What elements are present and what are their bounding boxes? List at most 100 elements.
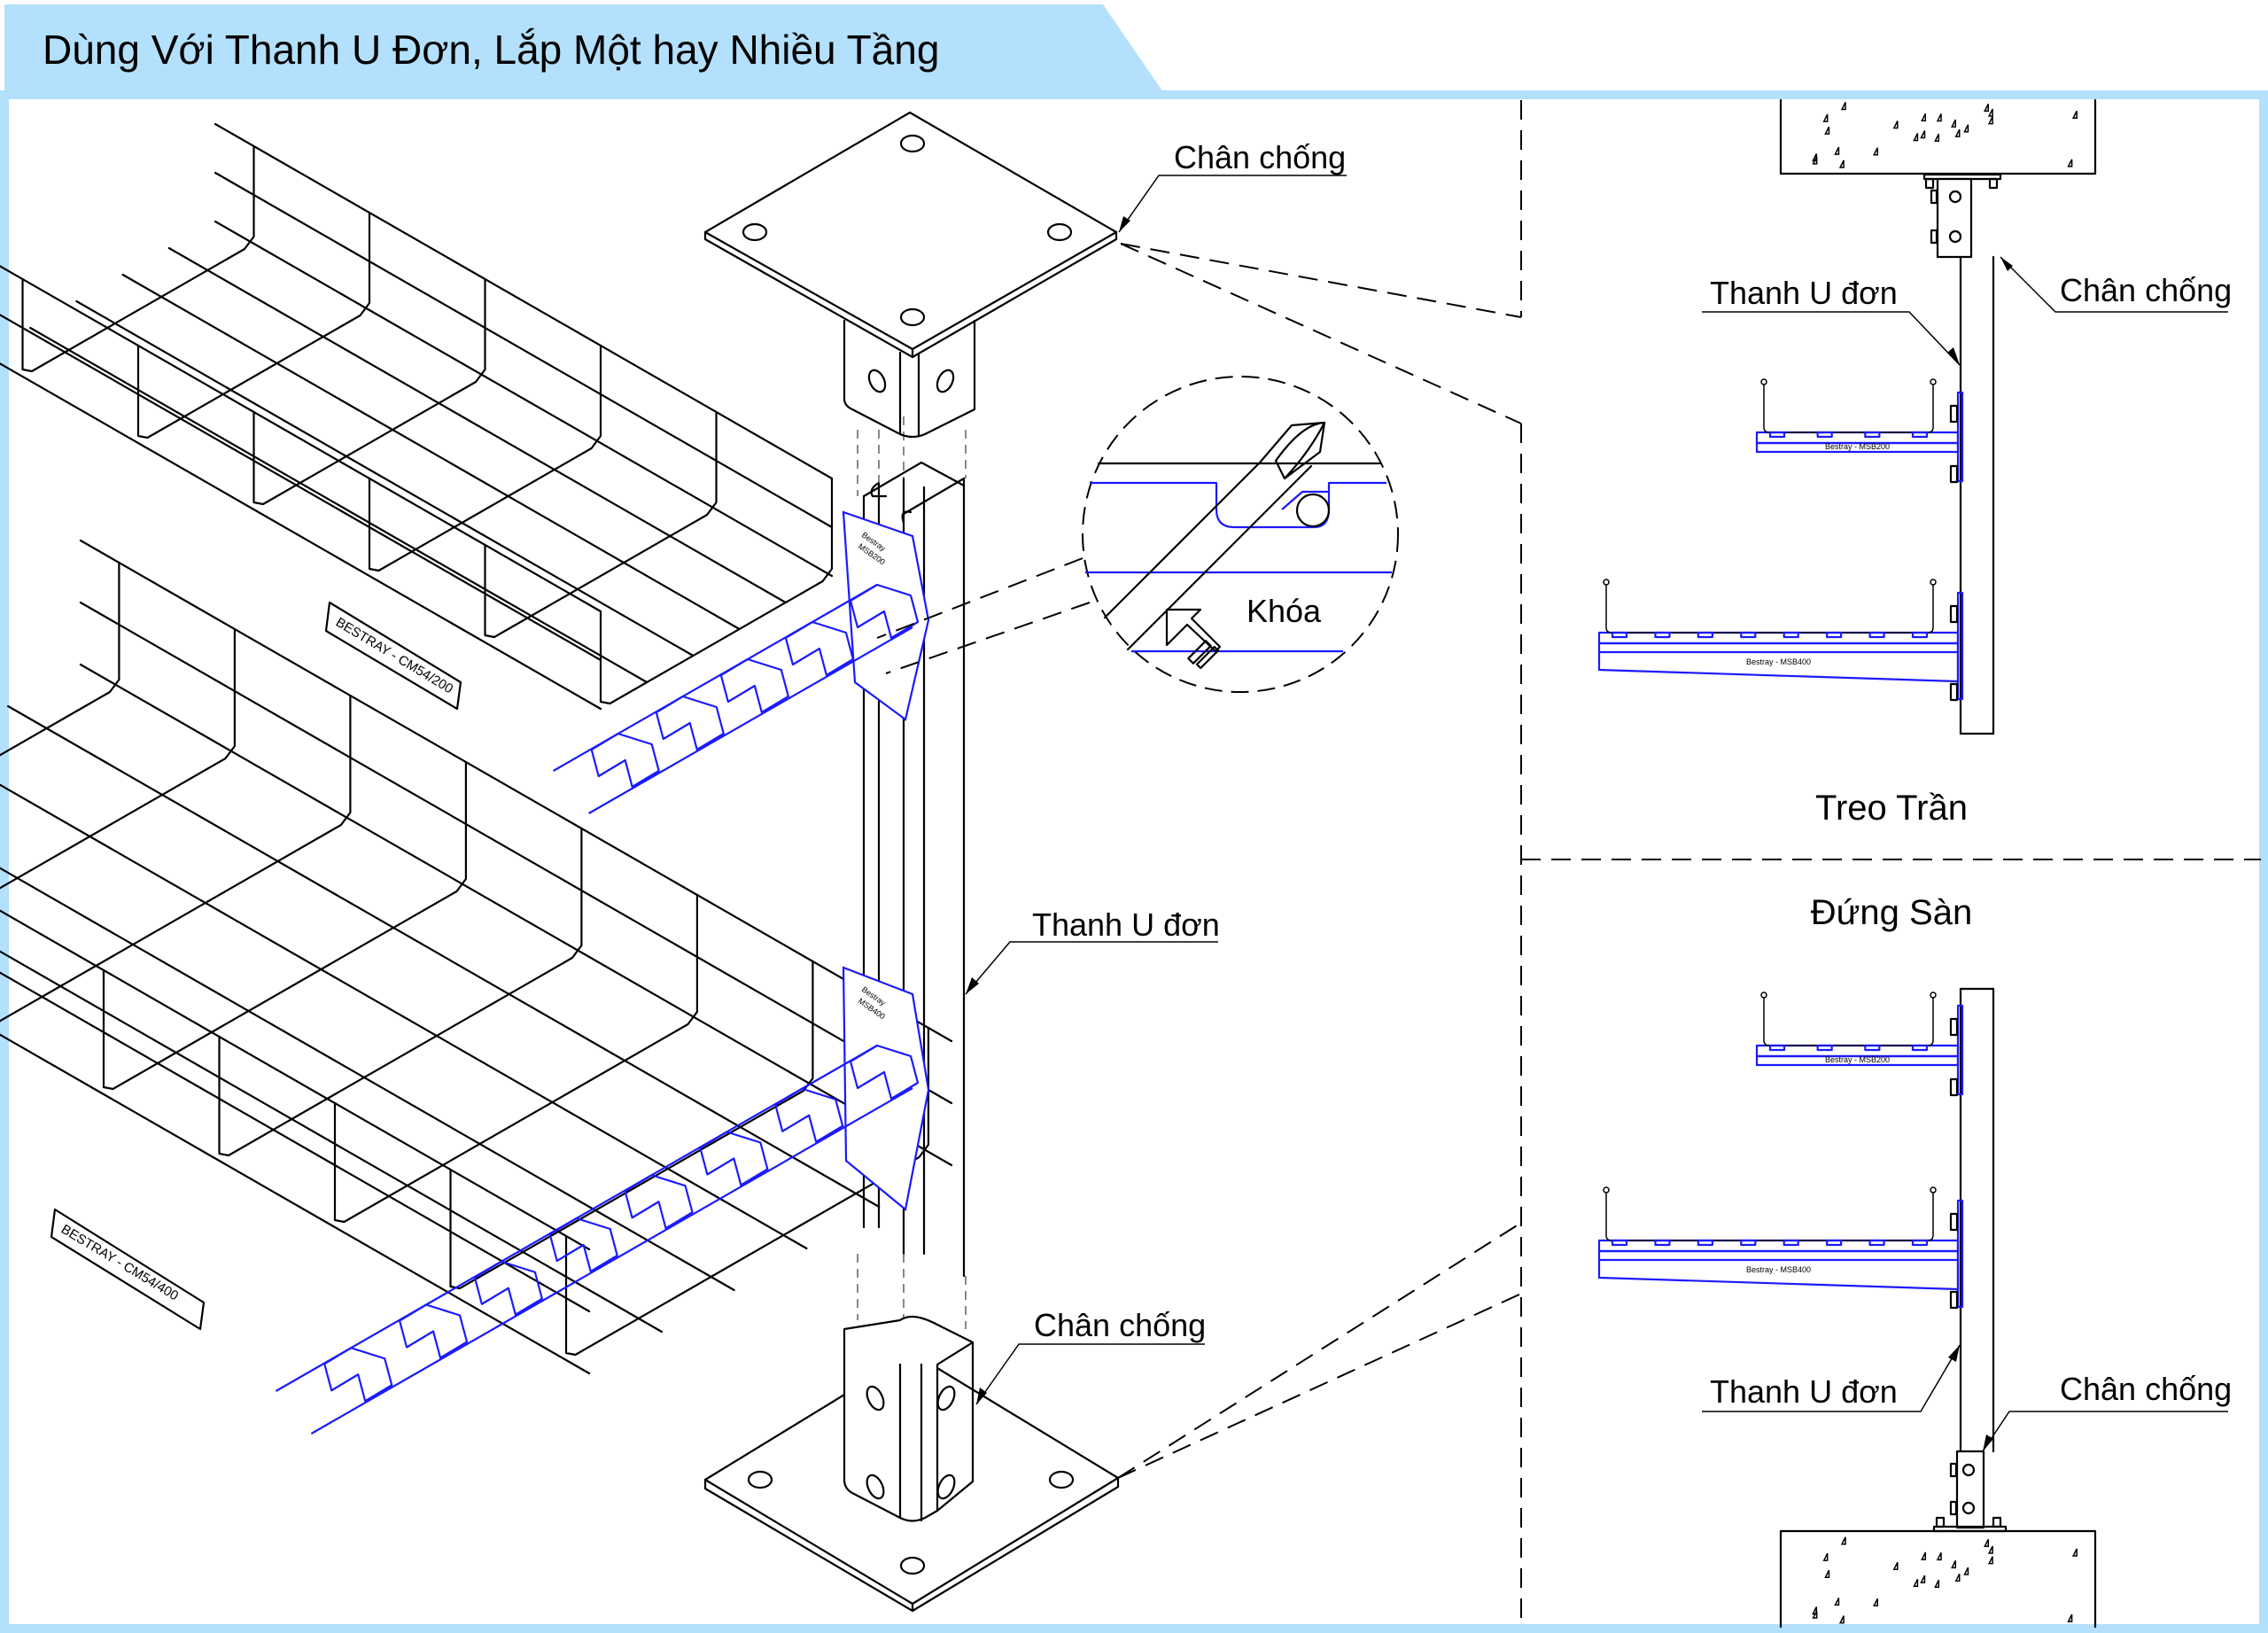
aggregate-mark	[1873, 147, 1879, 156]
cable-tray-upper	[0, 122, 834, 711]
aggregate-mark	[1936, 113, 1942, 122]
aggregate-mark	[1838, 1615, 1845, 1624]
bracket-bolt	[1949, 682, 1959, 702]
top-base-plate	[703, 111, 1118, 439]
tray-profile	[1763, 997, 1934, 1046]
bracket-tag: Bestray - MSB400	[1746, 657, 1811, 666]
aggregate-mark	[1934, 133, 1940, 143]
bracket-arm	[1755, 1054, 1960, 1067]
tray-cross-wire	[136, 211, 371, 439]
aggregate-mark	[1921, 1551, 1927, 1560]
floor-label-base: Chân chống	[1982, 1371, 2232, 1452]
svg-text:Chân chống: Chân chống	[1174, 139, 1346, 175]
bracket-slot	[1697, 631, 1713, 639]
floor-bracket-msb200: Bestray - MSB200	[1755, 991, 1964, 1097]
bracket-slot	[1611, 631, 1628, 639]
tray-edge-wire	[1930, 378, 1937, 385]
tray-edge-wire	[1760, 991, 1767, 999]
bracket-slot	[1911, 1239, 1929, 1247]
bracket-arm	[1597, 1249, 1960, 1262]
bracket-bolt	[1949, 1077, 1959, 1097]
tray-tag-text: BESTRAY - CM54/400	[58, 1222, 181, 1303]
bracket-slot	[1740, 1239, 1757, 1247]
tray-wire	[0, 1033, 591, 1375]
aggregate-mark	[1951, 1560, 1957, 1569]
svg-text:Chân chống: Chân chống	[1034, 1307, 1206, 1343]
bracket-arm	[1755, 441, 1960, 454]
tray-wire	[79, 663, 953, 1167]
tray-wire	[167, 246, 787, 604]
aggregate-mark	[1920, 1575, 1926, 1583]
tray-wire	[0, 950, 663, 1334]
bracket-slot	[1864, 1044, 1881, 1052]
arm-rib	[624, 1174, 694, 1230]
aggregate-mark	[2071, 1548, 2078, 1557]
tray-cross-wire	[368, 344, 602, 572]
bracket-slot	[1783, 631, 1799, 639]
aggregate-mark	[1963, 1567, 1969, 1575]
ceiling-slab	[1779, 98, 2097, 175]
bracket-slot	[1816, 1044, 1833, 1052]
tray-cross-wire	[252, 277, 486, 506]
bracket-tag: Bestray - MSB200	[1825, 1055, 1890, 1064]
aggregate-mark	[1838, 159, 1845, 168]
arm-rib	[323, 1347, 393, 1403]
arm-edge	[310, 1087, 913, 1435]
tray-wire	[0, 265, 602, 613]
bracket-bolt	[1949, 464, 1959, 484]
aggregate-mark	[1892, 1561, 1899, 1571]
label-top-base: Chân chống	[1118, 139, 1347, 233]
bracket-slot	[1697, 1239, 1713, 1247]
tray-wire	[0, 909, 591, 1251]
floor-base-bracket	[1949, 1450, 1985, 1529]
aggregate-mark	[1920, 130, 1926, 139]
tray-cross-wire	[599, 477, 834, 705]
arm-rib	[590, 732, 660, 789]
bracket-bolt	[1949, 1017, 1959, 1037]
tray-wire	[75, 299, 695, 657]
bracket-taper	[1597, 1260, 1960, 1291]
tray-cross-wire	[0, 627, 236, 890]
aggregate-mark	[1954, 1573, 1961, 1582]
svg-text:Thanh U đơn: Thanh U đơn	[1032, 906, 1220, 943]
tray-edge-wire	[1930, 1186, 1937, 1194]
bracket-bolt	[1949, 604, 1959, 624]
aggregate-mark	[1812, 1610, 1818, 1619]
header-tab	[4, 4, 1167, 97]
bracket-slot	[1868, 631, 1885, 639]
ceiling-label-channel: Thanh U đơn	[1702, 275, 1961, 366]
bracket-arm	[1597, 631, 1960, 645]
bracket-tag: Bestray - MSB400	[1746, 1265, 1811, 1274]
bottom-base-plate	[703, 1315, 1120, 1613]
aggregate-mark	[1840, 102, 1846, 111]
floor-bracket-msb400: Bestray - MSB400	[1597, 1186, 1964, 1310]
bracket-arm	[1597, 642, 1960, 654]
tray-tag-lower: BESTRAY - CM54/400	[50, 1208, 206, 1331]
tray-wire	[79, 601, 953, 1105]
aggregate-mark	[1824, 1569, 1830, 1578]
aggregate-mark	[1840, 1536, 1846, 1545]
aggregate-mark	[1987, 1556, 1993, 1565]
svg-text:Thanh U đơn: Thanh U đơn	[1710, 275, 1898, 311]
svg-text:Chân chống: Chân chống	[2060, 272, 2232, 308]
ceiling-hung-view: Bestray - MSB200 Bestray - MSB400 Thanh …	[1597, 98, 2232, 828]
tray-wire	[7, 704, 881, 1209]
tray-wire	[121, 273, 741, 631]
aggregate-mark	[1913, 1578, 1919, 1588]
aggregate-mark	[1921, 113, 1927, 122]
arm-rib	[849, 1044, 920, 1100]
ceiling-label-base: Chân chống	[2000, 256, 2232, 313]
ceiling-view-title: Treo Trần	[1815, 789, 1968, 828]
bracket-bolt	[1949, 1212, 1959, 1232]
aggregate-mark	[2071, 110, 2078, 119]
lock-detail-callout: Khóa	[876, 376, 1399, 693]
tray-edge-wire	[1603, 1186, 1610, 1194]
tray-wire	[29, 326, 649, 684]
tray-edge-wire	[1930, 579, 1937, 586]
aggregate-mark	[1934, 1579, 1940, 1589]
aggregate-mark	[1822, 113, 1829, 122]
arm-rib	[719, 657, 789, 714]
ceiling-bracket-msb200: Bestray - MSB200	[1755, 378, 1964, 484]
aggregate-mark	[1892, 121, 1899, 129]
aggregate-mark	[2067, 159, 2073, 167]
